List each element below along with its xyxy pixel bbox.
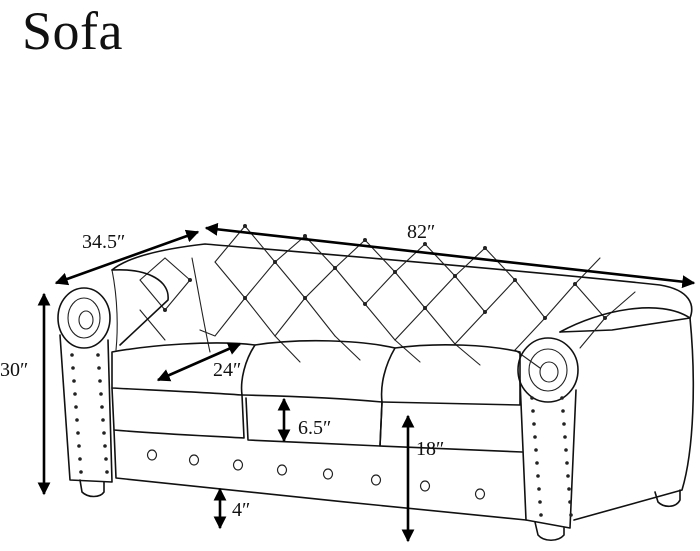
front-apron <box>113 429 527 521</box>
width-arrow <box>204 222 696 289</box>
seat-depth-arrow <box>156 342 242 382</box>
right-arm <box>517 307 695 542</box>
left-arm-nailheads <box>70 353 109 474</box>
height-label: 30″ <box>0 359 28 381</box>
depth-label: 34.5″ <box>82 231 125 253</box>
cushion-thickness-label: 6.5″ <box>298 417 331 439</box>
diagram-title: Sofa <box>22 1 123 61</box>
cushion-middle <box>241 339 396 403</box>
dimension-lines <box>37 222 696 543</box>
width-label: 82″ <box>407 221 435 243</box>
leg-height-label: 4″ <box>232 499 250 521</box>
depth-arrow <box>54 229 200 286</box>
dimension-labels: 34.5″ 82″ 30″ 24″ 6.5″ 18″ 4″ <box>0 221 444 521</box>
right-arm-nailheads <box>530 396 573 517</box>
seat-height-label: 18″ <box>416 438 444 460</box>
left-arm <box>57 269 169 498</box>
seat-depth-label: 24″ <box>213 359 241 381</box>
cushion-right <box>381 344 521 406</box>
